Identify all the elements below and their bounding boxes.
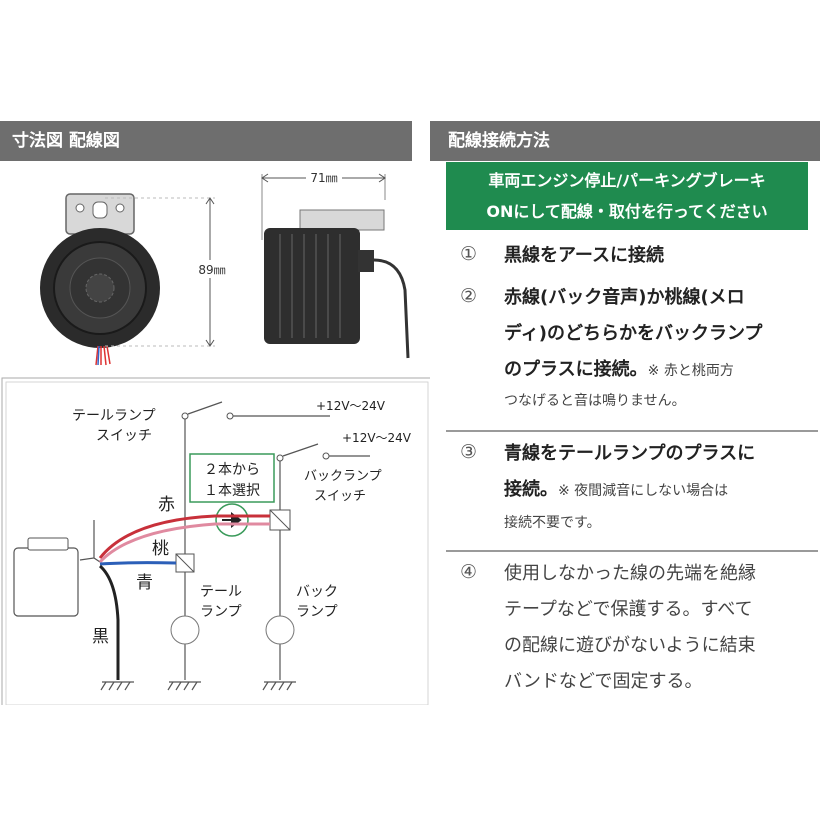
tail-lamp-label-1: テール	[200, 584, 242, 600]
step-3-note-1: ※ 夜間減音にしない場合は	[558, 483, 729, 499]
back-lamp-label-2: ランプ	[296, 604, 338, 620]
step-2-number: ②	[460, 285, 478, 307]
step-1: ① 黒線をアースに接続	[446, 238, 812, 278]
step-1-text: 黒線をアースに接続	[504, 245, 665, 266]
step-4-line-3: の配線に遊びがないように結束	[504, 635, 756, 656]
wire-black-label: 黒	[92, 627, 109, 647]
select-box-line-1: ２本から	[204, 462, 260, 478]
step-3-number: ③	[460, 441, 478, 463]
select-box-line-2: １本選択	[204, 483, 260, 499]
back-switch-label-1: バックランプ	[304, 469, 382, 484]
wire-blue-label: 青	[136, 573, 153, 593]
black-wire	[98, 564, 120, 680]
step-3-note-2: 接続不要です。	[504, 515, 601, 531]
warning-banner: 車両エンジン停止/パーキングブレーキ ONにして配線・取付を行ってください	[446, 162, 808, 230]
wiring-method-header: 配線接続方法	[430, 121, 820, 161]
red-wire	[98, 514, 270, 559]
voltage-label-2: +12V〜24V	[342, 431, 412, 445]
step-2-line-3: のプラスに接続。	[504, 359, 648, 380]
step-2: ② 赤線(バック音声)か桃線(メロ ディ)のどちらかをバックランプ のプラスに接…	[446, 280, 812, 420]
tail-switch-label-1: テールランプ	[72, 408, 156, 424]
warning-line-1: 車両エンジン停止/パーキングブレーキ	[488, 171, 766, 190]
step-4-line-1: 使用しなかった線の先端を絶縁	[504, 563, 756, 584]
ground-symbols	[100, 681, 296, 691]
step-divider-2	[446, 550, 818, 552]
buzzer-front-view	[40, 193, 215, 366]
width-label: 71㎜	[310, 171, 337, 185]
step-2-note-2: つなげると音は鳴りません。	[504, 393, 686, 409]
step-2-line-2: ディ)のどちらかをバックランプ	[504, 323, 763, 344]
step-4-line-2: テープなどで保護する。すべて	[504, 599, 753, 620]
pink-wire	[98, 522, 270, 564]
dimension-wiring-header: 寸法図 配線図	[0, 121, 412, 161]
step-divider-1	[446, 430, 818, 432]
back-lamp-label-1: バック	[296, 584, 338, 600]
tail-lamp-label-2: ランプ	[200, 604, 242, 620]
wire-red-label: 赤	[158, 495, 175, 515]
dimension-and-wiring-diagram: 89㎜ 71㎜ テールランプ スイッチ +12V〜24V +12V〜24V バッ…	[1, 168, 430, 705]
height-dimension: 89㎜	[196, 197, 228, 347]
step-2-line-1: 赤線(バック音声)か桃線(メロ	[504, 287, 745, 308]
step-4-number: ④	[460, 561, 478, 583]
step-4: ④ 使用しなかった線の先端を絶縁 テープなどで保護する。すべて の配線に遊びがな…	[446, 556, 812, 706]
tail-switch-label-2: スイッチ	[96, 428, 152, 444]
height-label: 89㎜	[198, 263, 225, 277]
step-1-number: ①	[460, 243, 478, 265]
step-3: ③ 青線をテールランプのプラスに 接続。※ 夜間減音にしない場合は 接続不要です…	[446, 436, 812, 546]
voltage-label-1: +12V〜24V	[316, 399, 386, 413]
blue-wire	[99, 561, 177, 566]
warning-line-2: ONにして配線・取付を行ってください	[486, 202, 768, 221]
back-switch-label-2: スイッチ	[314, 489, 366, 504]
buzzer-icon	[13, 520, 101, 617]
buzzer-side-view	[264, 209, 410, 359]
width-dimension: 71㎜	[261, 168, 386, 240]
step-4-line-4: バンドなどで固定する。	[504, 671, 703, 692]
wire-pink-label: 桃	[152, 539, 169, 559]
step-3-line-1: 青線をテールランプのプラスに	[504, 443, 756, 464]
step-2-note-1: ※ 赤と桃両方	[647, 363, 734, 379]
step-3-line-2: 接続。	[504, 479, 558, 500]
